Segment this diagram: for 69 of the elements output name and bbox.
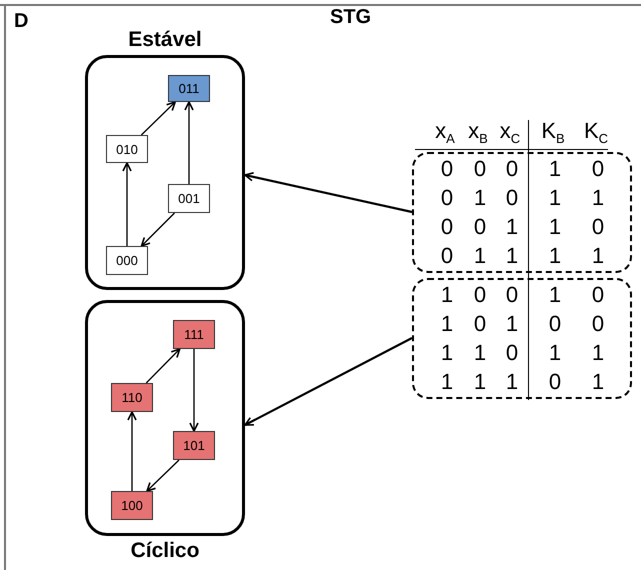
column-header: K$_{B}$ bbox=[541, 118, 565, 148]
table-cell: 0 bbox=[592, 215, 604, 239]
table-cell: 1 bbox=[592, 370, 604, 394]
table-cell: 1 bbox=[440, 370, 454, 394]
state-box: 110 bbox=[111, 383, 153, 412]
table-cell: 0 bbox=[440, 157, 454, 181]
table-cell: 0 bbox=[474, 283, 486, 307]
arrow bbox=[127, 411, 137, 491]
arrow bbox=[146, 460, 180, 492]
arrow bbox=[189, 349, 199, 432]
table-cell: 0 bbox=[548, 370, 562, 394]
table-cell: 0 bbox=[440, 215, 454, 239]
dashed-row-group bbox=[412, 278, 632, 399]
state-box: 100 bbox=[111, 491, 153, 520]
table-cell: 0 bbox=[440, 244, 454, 268]
table-cell: 1 bbox=[440, 341, 454, 365]
arrow bbox=[244, 172, 412, 214]
dashed-row-group bbox=[412, 152, 632, 273]
state-box: 111 bbox=[173, 320, 215, 349]
table-cell: 0 bbox=[506, 341, 518, 365]
arrow bbox=[122, 162, 132, 246]
column-header: K$_{C}$ bbox=[584, 118, 608, 148]
table-cell: 1 bbox=[506, 244, 518, 268]
table-cell: 0 bbox=[506, 283, 518, 307]
column-header: x$_{C}$ bbox=[500, 118, 520, 148]
column-header: x$_{A}$ bbox=[435, 118, 455, 148]
group-title: Estável bbox=[128, 27, 202, 53]
table-cell: 1 bbox=[548, 186, 562, 210]
table-cell: 1 bbox=[548, 215, 562, 239]
arrow bbox=[184, 101, 194, 184]
table-cell: 0 bbox=[592, 283, 604, 307]
table-cell: 0 bbox=[474, 157, 486, 181]
table-cell: 0 bbox=[548, 312, 562, 336]
table-cell: 1 bbox=[506, 215, 518, 239]
arrow bbox=[244, 337, 412, 426]
table-cell: 1 bbox=[592, 244, 604, 268]
table-cell: 1 bbox=[474, 244, 486, 268]
table-cell: 1 bbox=[592, 341, 604, 365]
table-cell: 0 bbox=[592, 312, 604, 336]
state-box: 001 bbox=[168, 184, 210, 213]
table-cell: 1 bbox=[592, 186, 604, 210]
arrow bbox=[146, 348, 181, 384]
arrow bbox=[140, 212, 175, 247]
state-box: 010 bbox=[106, 135, 148, 163]
table-cell: 0 bbox=[474, 215, 486, 239]
state-box: 011 bbox=[168, 75, 210, 102]
table-cell: 1 bbox=[506, 370, 518, 394]
table-cell: 1 bbox=[548, 157, 562, 181]
table-cell: 1 bbox=[548, 341, 562, 365]
table-cell: 1 bbox=[440, 283, 454, 307]
table-cell: 1 bbox=[474, 186, 486, 210]
table-cell: 0 bbox=[474, 312, 486, 336]
group-title: Cíclico bbox=[130, 538, 200, 564]
state-box: 000 bbox=[106, 246, 148, 275]
table-cell: 0 bbox=[440, 186, 454, 210]
table-cell: 1 bbox=[548, 244, 562, 268]
table-cell: 1 bbox=[548, 283, 562, 307]
column-header: x$_{B}$ bbox=[468, 118, 488, 148]
table-cell: 0 bbox=[592, 157, 604, 181]
arrow bbox=[140, 101, 176, 136]
table-cell: 1 bbox=[440, 312, 454, 336]
state-box: 101 bbox=[173, 431, 215, 460]
panel-letter: D bbox=[14, 10, 28, 33]
diagram-title: STG bbox=[330, 6, 372, 29]
table-cell: 0 bbox=[506, 157, 518, 181]
table-cell: 0 bbox=[506, 186, 518, 210]
table-cell: 1 bbox=[506, 312, 518, 336]
table-cell: 1 bbox=[474, 370, 486, 394]
table-cell: 1 bbox=[474, 341, 486, 365]
